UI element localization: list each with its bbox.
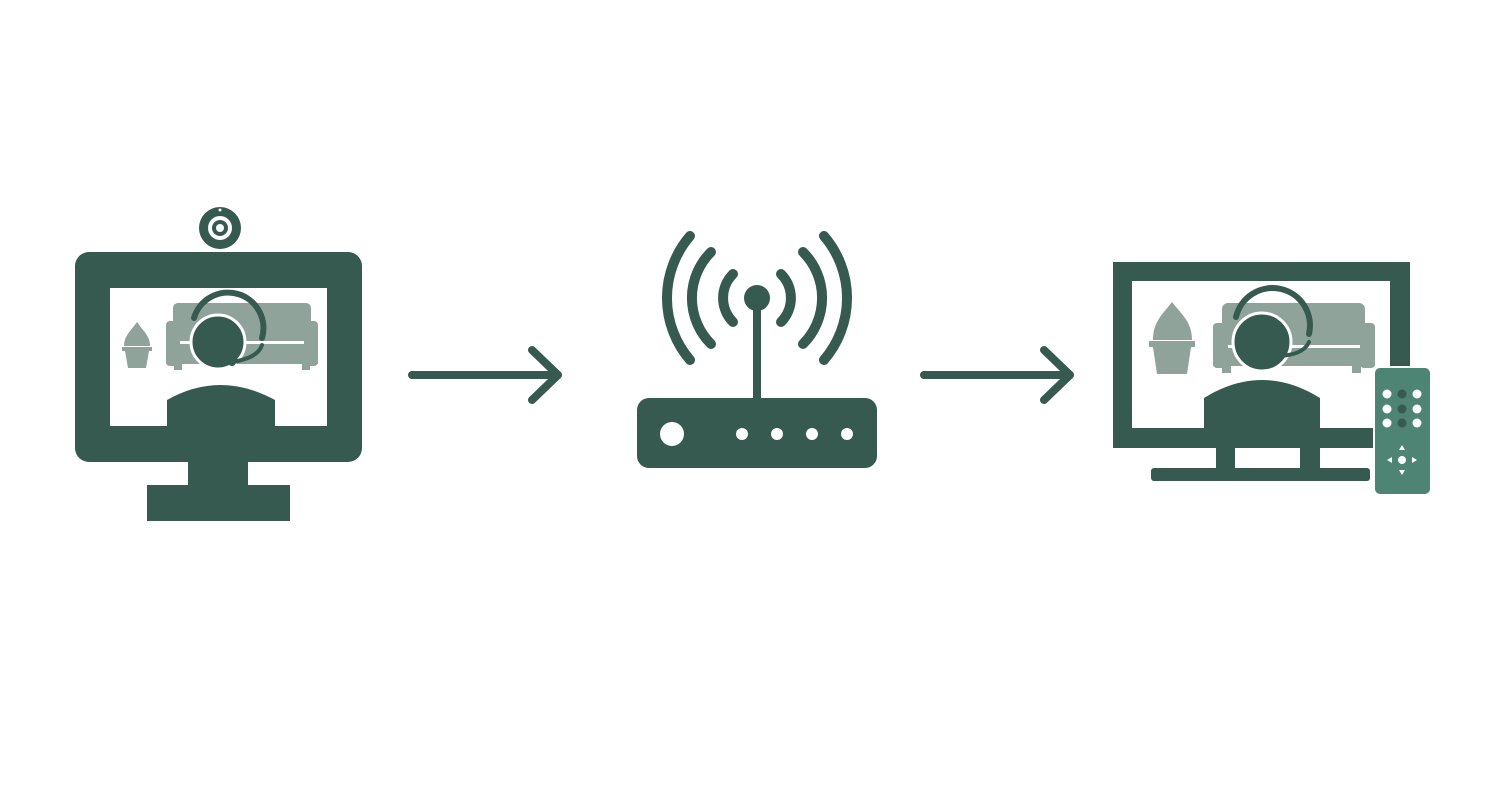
wifi-router-icon [637, 231, 877, 468]
video-call-monitor-icon [75, 207, 362, 521]
remote-control-icon[interactable] [1373, 366, 1432, 496]
person-with-headset-icon [167, 289, 275, 426]
tv-base [1151, 468, 1370, 481]
tv-with-remote-icon [1113, 262, 1432, 496]
plant-icon [122, 322, 152, 368]
monitor-base [147, 485, 290, 521]
arrow-right-icon [408, 346, 562, 404]
plant-icon [1149, 302, 1195, 374]
arrow-right-icon [920, 346, 1074, 404]
router-lights [660, 422, 853, 446]
wifi-waves-icon [662, 231, 852, 365]
monitor-neck [188, 460, 248, 487]
person-with-headset-icon [1204, 285, 1320, 428]
webcam-icon [199, 207, 241, 249]
